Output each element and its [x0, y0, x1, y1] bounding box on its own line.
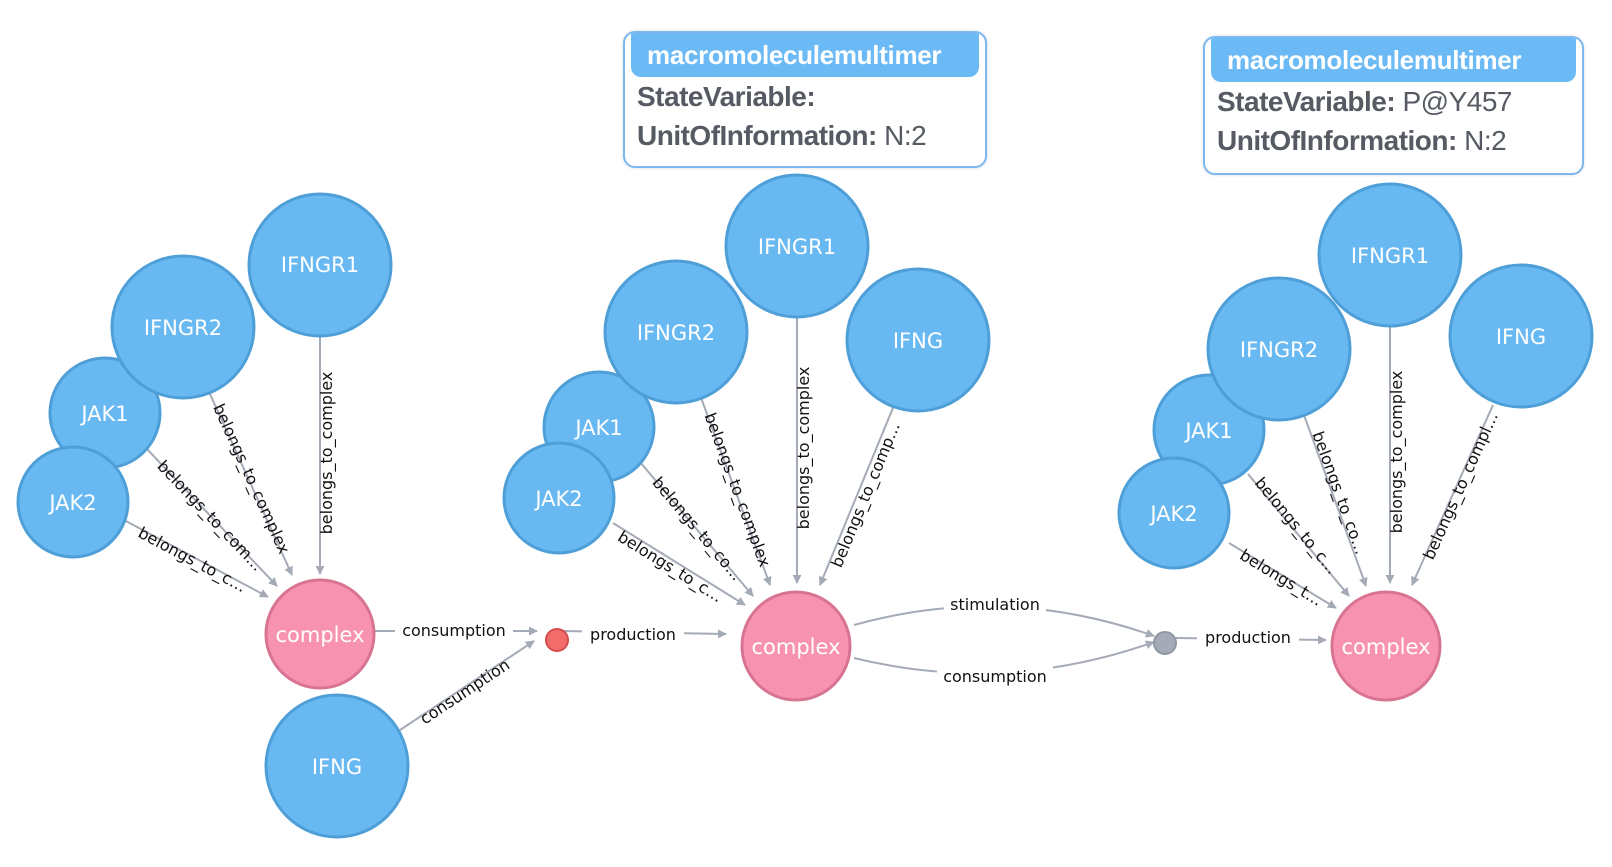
edge-label-p1-production: production	[590, 625, 676, 644]
node-g3-ifngr2[interactable]: IFNGR2	[1206, 276, 1352, 422]
node-g1-jak2[interactable]: JAK2	[16, 445, 130, 559]
node-label: IFNGR1	[281, 253, 359, 277]
node-label: IFNGR2	[637, 321, 715, 345]
node-label: JAK2	[1148, 502, 1197, 526]
tooltip-state-key: StateVariable:	[1217, 86, 1396, 117]
node-label: JAK1	[573, 416, 622, 440]
tooltip-title: macromoleculemultimer	[631, 33, 979, 77]
tooltip-state-key: StateVariable:	[637, 81, 816, 112]
node-g3-ifng[interactable]: IFNG	[1448, 263, 1594, 409]
edge-g3-ifng[interactable]	[1411, 404, 1494, 586]
node-g1-ifng[interactable]: IFNG	[264, 693, 410, 839]
node-label: IFNG	[312, 755, 362, 779]
edge-g3-ifngr2[interactable]	[1303, 414, 1368, 587]
edge-g3-jak1[interactable]	[1247, 473, 1350, 597]
node-g3-jak2[interactable]: JAK2	[1117, 456, 1231, 570]
edge-g2-ifngr2[interactable]	[699, 394, 772, 586]
process-node-1[interactable]	[545, 628, 569, 652]
process-node-2[interactable]	[1153, 631, 1177, 655]
node-g1-ifngr1[interactable]: IFNGR1	[247, 192, 393, 338]
tooltip-multimer-2: macromoleculemultimer StateVariable: P@Y…	[1203, 36, 1584, 175]
edge-label-g1-consumption: consumption	[402, 621, 506, 640]
edge-g2-jak1[interactable]	[639, 461, 754, 597]
tooltip-multimer-1: macromoleculemultimer StateVariable: Uni…	[623, 31, 987, 168]
edge-label-g2-ifngr1: belongs_to_complex	[794, 367, 814, 530]
node-g1-complex[interactable]: complex	[264, 578, 376, 690]
node-label: complex	[752, 635, 841, 659]
edge-g1-ifng-consumption[interactable]	[393, 640, 535, 735]
node-g1-ifngr2[interactable]: IFNGR2	[110, 254, 256, 400]
node-g2-jak2[interactable]: JAK2	[502, 441, 616, 555]
node-label: IFNG	[1496, 325, 1546, 349]
node-g3-ifngr1[interactable]: IFNGR1	[1317, 182, 1463, 328]
edge-g1-jak2[interactable]	[123, 519, 269, 598]
node-g2-complex[interactable]: complex	[740, 590, 852, 702]
node-g2-ifngr2[interactable]: IFNGR2	[603, 259, 749, 405]
edge-label-g2-consumption: consumption	[943, 667, 1047, 686]
tooltip-title: macromoleculemultimer	[1211, 38, 1576, 82]
edge-label-g2-ifng: belongs_to_comp…	[827, 419, 905, 570]
tooltip-unit-key: UnitOfInformation:	[1217, 125, 1457, 156]
edge-g3-jak2[interactable]	[1228, 542, 1337, 609]
edge-label-g1-ifng-consumption: consumption	[416, 655, 513, 728]
node-label: JAK1	[1183, 419, 1232, 443]
tooltip-unit-value: N:2	[884, 120, 927, 151]
node-label: JAK2	[47, 491, 96, 515]
node-label: IFNG	[893, 329, 943, 353]
edge-g1-ifngr2[interactable]	[204, 382, 293, 576]
node-g2-ifngr1[interactable]: IFNGR1	[724, 173, 870, 319]
node-label: IFNGR1	[758, 235, 836, 259]
tooltip-unit-key: UnitOfInformation:	[637, 120, 877, 151]
node-label: IFNGR1	[1351, 244, 1429, 268]
tooltip-state-value: P@Y457	[1402, 86, 1512, 117]
edge-label-stimulation: stimulation	[950, 595, 1040, 614]
edge-g2-jak2[interactable]	[612, 522, 746, 606]
node-g3-complex[interactable]: complex	[1330, 590, 1442, 702]
edge-label-g3-ifngr1: belongs_to_complex	[1387, 371, 1407, 534]
edge-label-g1-ifngr1: belongs_to_complex	[317, 372, 337, 535]
node-label: IFNGR2	[144, 316, 222, 340]
tooltip-state-row: StateVariable:	[625, 77, 985, 116]
node-label: JAK2	[533, 487, 582, 511]
tooltip-unit-row: UnitOfInformation: N:2	[1205, 121, 1582, 160]
nodes: IFNGR1 IFNG JAK1 JAK2 IFNGR2 complex IF	[16, 173, 1594, 839]
node-label: complex	[1342, 635, 1431, 659]
tooltip-unit-value: N:2	[1464, 125, 1507, 156]
node-g2-ifng[interactable]: IFNG	[845, 267, 991, 413]
tooltip-state-row: StateVariable: P@Y457	[1205, 82, 1582, 121]
edge-g2-ifng[interactable]	[818, 402, 896, 586]
edge-label-p2-production: production	[1205, 628, 1291, 647]
edge-g1-jak1[interactable]	[145, 447, 278, 587]
tooltip-unit-row: UnitOfInformation: N:2	[625, 116, 985, 155]
edge-label-g3-ifng: belongs_to_compl…	[1419, 409, 1503, 563]
node-label: JAK1	[79, 402, 128, 426]
node-label: IFNGR2	[1240, 338, 1318, 362]
node-label: complex	[276, 623, 365, 647]
